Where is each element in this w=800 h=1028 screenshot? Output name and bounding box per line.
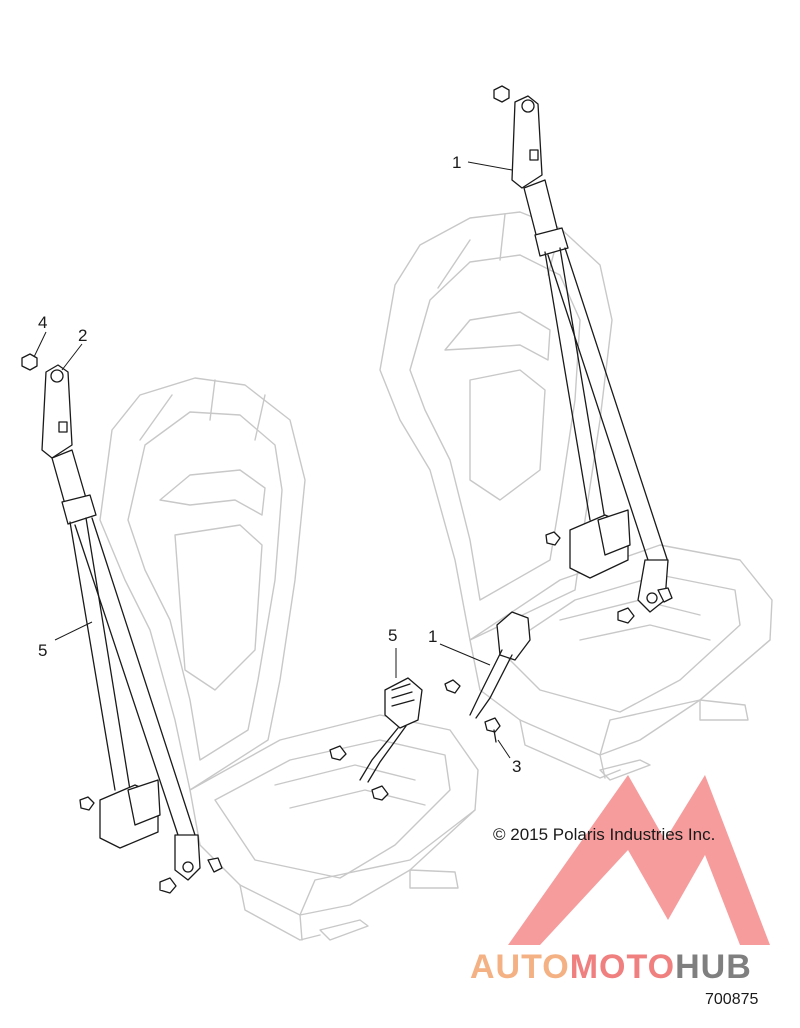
left-buckle-ribs [391, 683, 415, 707]
right-lower-anchor [637, 559, 669, 613]
right-webbing-lap [547, 247, 669, 563]
right-seatbelt-assembly [444, 85, 673, 743]
callout-2: 2 [78, 326, 87, 345]
left-webbing-shoulder-5 [69, 517, 131, 791]
right-retractor-cap [597, 509, 631, 556]
right-webbing-shoulder [544, 247, 606, 521]
left-retractor-cap [127, 779, 161, 826]
callout-3: 3 [512, 757, 521, 776]
copyright-notice: © 2015 Polaris Industries Inc. [493, 825, 715, 844]
left-retractor-bolt [79, 796, 95, 811]
watermark-inner-cut [580, 880, 660, 945]
watermark-logo [508, 775, 770, 945]
left-webbing-lap [74, 517, 196, 836]
callout-4: 4 [38, 313, 47, 332]
left-lower-bolt [159, 877, 177, 894]
callout-leaders [33, 161, 513, 759]
watermark-triangle-mark [508, 775, 770, 945]
left-anchor-nut-4 [21, 353, 38, 371]
left-upper-anchor-bracket [41, 364, 73, 459]
diagram-part-number: 700875 [705, 991, 758, 1008]
left-buckle-bolt [371, 785, 389, 801]
right-buckle-stalk [469, 649, 513, 719]
callout-5-left: 5 [38, 641, 47, 660]
left-lower-nut [207, 857, 223, 873]
right-seat [379, 211, 773, 781]
left-buckle-stalk [359, 725, 407, 783]
left-anchor-pivot [50, 369, 64, 383]
watermark-hub: HUB [675, 948, 752, 986]
right-anchor-pivot [521, 99, 535, 113]
left-buckle-nut [329, 745, 347, 761]
right-anchor-label [529, 149, 539, 161]
right-lower-anchor-hole [646, 592, 658, 604]
right-lower-nut [657, 587, 673, 603]
callout-1-top: 1 [452, 153, 461, 172]
left-guide [61, 494, 97, 525]
right-anchor-nut [493, 85, 510, 103]
callout-5-mid: 5 [388, 626, 397, 645]
callout-1-mid: 1 [428, 627, 437, 646]
watermark-auto: AUTO [470, 948, 570, 986]
right-bolt-3-head [484, 717, 501, 733]
right-lower-bolt [617, 607, 635, 624]
left-lower-anchor [174, 834, 201, 881]
right-retractor-bolt [545, 531, 561, 546]
right-upper-anchor-bracket [511, 95, 543, 189]
watermark-text: AUTOMOTOHUB [470, 948, 752, 986]
left-anchor-label [58, 421, 68, 433]
left-lower-anchor-hole [182, 861, 194, 873]
right-buckle-nut [444, 679, 461, 694]
left-seatbelt-assembly [21, 353, 423, 894]
watermark-moto: MOTO [570, 948, 675, 986]
left-seat [99, 377, 479, 941]
right-bolt-3-shank [493, 729, 497, 743]
